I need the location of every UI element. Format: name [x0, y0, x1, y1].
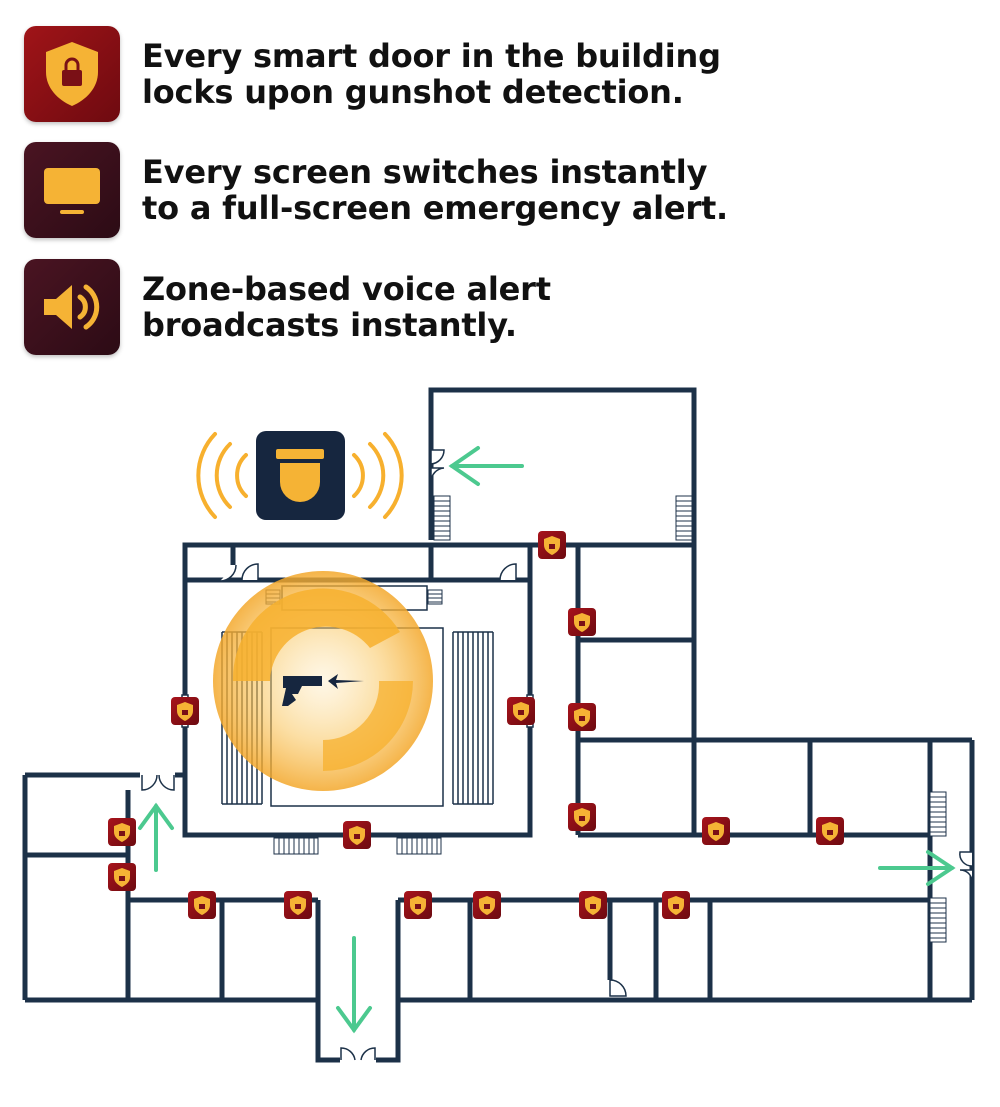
feature-line: broadcasts instantly. — [142, 306, 517, 344]
stair-top-left — [433, 495, 451, 541]
feature-line: locks upon gunshot detection. — [142, 73, 684, 111]
exit-arrow-icon — [448, 446, 524, 486]
floor-plan — [22, 387, 975, 1063]
door-lock-icon — [473, 891, 501, 919]
gunshot-sensor — [196, 431, 404, 520]
door-lock-icon — [108, 818, 136, 846]
feature-line: to a full-screen emergency alert. — [142, 189, 728, 227]
door-lock-icon — [568, 703, 596, 731]
exit-arrow-icon — [336, 936, 372, 1034]
door-swing — [499, 563, 517, 581]
door-lock-icon — [188, 891, 216, 919]
door-lock-icon — [568, 803, 596, 831]
seating-right — [452, 631, 494, 805]
door-swing — [959, 869, 973, 885]
door-swing — [141, 774, 158, 791]
door-swing — [609, 979, 627, 997]
door-lock-icon — [171, 697, 199, 725]
stair-bottom-left — [273, 837, 319, 855]
feature-icon-tile — [24, 26, 120, 122]
door-swing — [360, 1047, 376, 1061]
door-lock-icon — [568, 608, 596, 636]
shield-lock-icon — [46, 42, 98, 106]
sensor-waves-right — [352, 432, 404, 519]
stair-stage-right — [427, 589, 443, 605]
feature-text: Every screen switches instantly to a ful… — [142, 154, 728, 226]
door-swing — [158, 774, 175, 791]
door-lock-icon — [702, 817, 730, 845]
exit-arrow-icon — [878, 850, 956, 886]
gunshot-alert-zone — [213, 571, 433, 791]
feature-screen-alert: Every screen switches instantly to a ful… — [24, 142, 924, 238]
stair-right-upper — [929, 791, 947, 837]
door-lock-icon — [404, 891, 432, 919]
stair-right-lower — [929, 897, 947, 943]
feature-line: Every smart door in the building — [142, 37, 721, 75]
feature-icon-tile — [24, 142, 120, 238]
pistol-firing-icon — [282, 674, 364, 706]
stair-bottom-right — [396, 837, 442, 855]
feature-voice-alert: Zone-based voice alert broadcasts instan… — [24, 259, 924, 355]
door-lock-icon — [108, 863, 136, 891]
door-lock-icon — [816, 817, 844, 845]
speaker-icon — [44, 284, 100, 330]
feature-icon-tile — [24, 259, 120, 355]
door-swing — [219, 564, 237, 582]
door-swing — [430, 449, 445, 465]
ceiling-sensor-icon — [276, 449, 324, 502]
door-lock-icon — [538, 531, 566, 559]
door-swing — [340, 1047, 356, 1061]
door-locks — [108, 531, 844, 919]
door-swing — [959, 851, 973, 867]
monitor-icon — [44, 168, 100, 214]
door-lock-icon — [579, 891, 607, 919]
feature-line: Zone-based voice alert — [142, 270, 551, 308]
exit-arrow-icon — [138, 802, 174, 872]
door-lock-icon — [507, 697, 535, 725]
sensor-waves-left — [196, 432, 248, 519]
stair-top-right — [675, 495, 693, 541]
building-walls — [22, 387, 975, 1063]
door-swing — [430, 467, 445, 483]
door-lock-icon — [343, 821, 371, 849]
feature-line: Every screen switches instantly — [142, 153, 708, 191]
feature-door-lock: Every smart door in the building locks u… — [24, 26, 924, 122]
door-lock-icon — [284, 891, 312, 919]
door-swing — [241, 563, 259, 581]
feature-text: Every smart door in the building locks u… — [142, 38, 721, 110]
door-lock-icon — [662, 891, 690, 919]
feature-text: Zone-based voice alert broadcasts instan… — [142, 271, 551, 343]
exit-arrows — [138, 446, 956, 1034]
